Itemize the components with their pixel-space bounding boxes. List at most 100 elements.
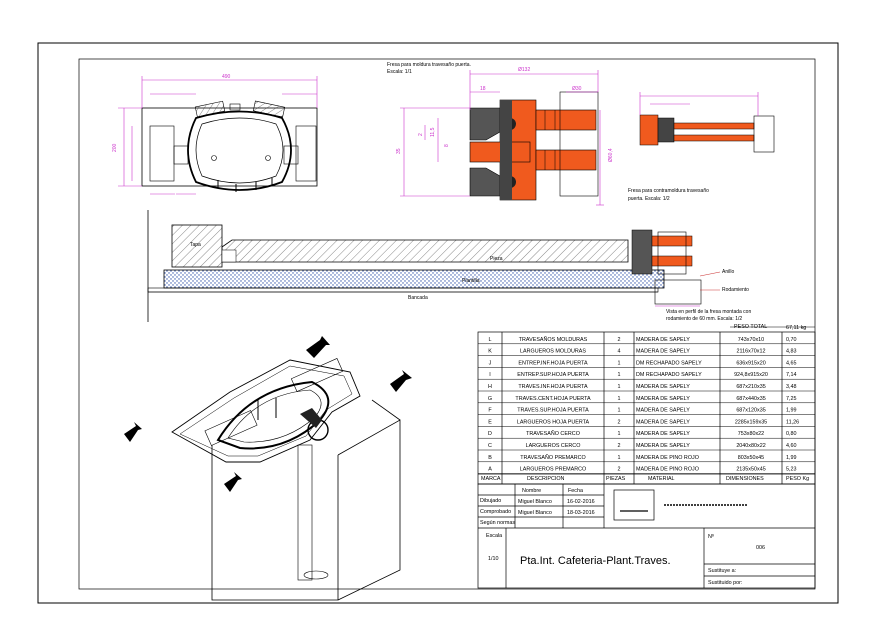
cell-weight: 7,25 [786,396,797,402]
cell-dims: 743x70x10 [738,337,764,343]
dim-132: Ø132 [518,67,530,73]
cell-material: MADERA DE SAPELY [636,419,690,425]
peso-total-label: PESO TOTAL [734,324,767,330]
cell-mark: K [488,349,492,355]
cutter-title-line2: Escala: 1/1 [387,69,412,75]
cell-desc: LARGUEROS CERCO [526,443,581,449]
cell-weight: 4,65 [786,360,797,366]
cell-mark: A [488,467,492,473]
cell-weight: 4,83 [786,349,797,355]
tb-dibujado-label: Dibujado [480,498,501,504]
cell-material: DM RECHAPADO SAPELY [636,372,702,378]
tb-sustituye-label: Sustituye a: [708,568,736,574]
section-view: Tapa Pieza Plantilla Bancada Anillo Roda… [147,210,751,322]
cell-material: MADERA DE SAPELY [636,408,690,414]
cell-weight: 4,60 [786,443,797,449]
dim-35: 35 [396,148,402,154]
tb-col-nombre: Nombre [522,488,541,494]
cell-mark: B [488,455,492,461]
cell-material: MADERA DE SAPELY [636,337,690,343]
cell-material: MADERA DE SAPELY [636,431,690,437]
cell-desc: TRAVESAÑO PREMARCO [520,454,586,461]
cell-qty: 1 [618,372,621,378]
cell-desc: ENTREP.INF.HOJA PUERTA [518,360,588,366]
cell-qty: 2 [618,467,621,473]
dim-18: 18 [480,86,486,92]
cell-weight: 11,26 [786,419,799,425]
cell-desc: TRAVESAÑO CERCO [526,430,580,437]
cell-material: MADERA DE SAPELY [636,396,690,402]
tb-comprobado-name: Miguel Blanco [518,510,552,516]
dim-60-4: Ø60,4 [608,148,614,162]
dim-8: 8 [444,144,450,147]
cell-dims: 687x120x35 [736,408,765,414]
cell-weight: 1,99 [786,408,797,414]
hdr-weight: PESO Kg [786,476,809,482]
cutter-title-line1: Fresa para moldura travesaño puerta. [387,62,471,68]
tb-comprobado-date: 18-03-2016 [567,510,595,516]
cell-dims: 2285x159x35 [735,419,767,425]
cell-mark: F [488,408,492,414]
cell-weight: 0,80 [786,431,797,437]
cell-dims: 636x915x20 [736,360,765,366]
inner-border [78,58,816,590]
cell-qty: 1 [618,360,621,366]
cell-dims: 924,8x915x20 [734,372,768,378]
cell-desc: TRAVES.CENT.HOJA PUERTA [515,396,591,402]
cell-mark: H [488,384,492,390]
rodamiento-label: Rodamiento [722,287,749,293]
cutter-moldura: Fresa para moldura travesaño puerta. Esc… [387,62,614,206]
contramoldura-title-line2: puerta. Escala: 1/2 [628,196,670,202]
cell-qty: 2 [618,419,621,425]
tb-drawing-title: Pta.Int. Cafeteria-Plant.Traves. [520,555,671,567]
cell-mark: L [489,337,492,343]
tb-escala-value: 1/10 [488,556,499,562]
cell-weight: 1,99 [786,455,797,461]
dim-11-5: 11,5 [430,127,436,137]
cell-desc: LARGUEROS MOLDURAS [520,349,586,355]
tb-col-fecha: Fecha [568,488,583,494]
cell-qty: 1 [618,455,621,461]
cell-desc: LARGUEROS HOJA PUERTA [517,419,590,425]
tb-sustituido-label: Sustituido por: [708,580,742,586]
cell-desc: ENTREP.SUP.HOJA PUERTA [517,372,589,378]
cell-weight: 7,14 [786,372,797,378]
plan-dim-top: 490 [222,74,231,80]
cell-qty: 2 [618,337,621,343]
cell-dims: 753x80x22 [738,431,764,437]
tb-escala-label: Escala [486,533,502,539]
cell-material: DM RECHAPADO SAPELY [636,360,702,366]
cell-desc: TRAVES.INF.HOJA PUERTA [518,384,588,390]
cell-desc: TRAVES.SUP.HOJA PUERTA [517,408,589,414]
cell-weight: 3,48 [786,384,797,390]
hdr-mark: MARCA [481,476,501,482]
tb-dibujado-date: 16-02-2016 [567,499,595,505]
hdr-material: MATERIAL [648,476,675,482]
parts-header: MARCA DESCRIPCION PIEZAS MATERIAL DIMENS… [481,476,809,482]
cell-mark: D [488,431,492,437]
plantilla-label: Plantilla [462,278,480,284]
peso-total-value: 67,11 kg [786,325,806,331]
tb-dibujado-name: Miguel Blanco [518,499,552,505]
cell-material: MADERA DE PINO ROJO [636,455,699,461]
cell-mark: I [489,372,491,378]
dim-30: Ø30 [572,86,582,92]
outer-border [37,42,839,604]
cell-qty: 2 [618,443,621,449]
tb-numero-value: 006 [756,545,765,551]
dim-2: 2 [418,133,424,136]
bancada-label: Bancada [408,295,428,301]
section-note-line1: Vista en perfil de la fresa montada con [666,309,751,315]
cell-weight: 0,70 [786,337,797,343]
tb-comprobado-label: Comprobado [480,509,511,515]
